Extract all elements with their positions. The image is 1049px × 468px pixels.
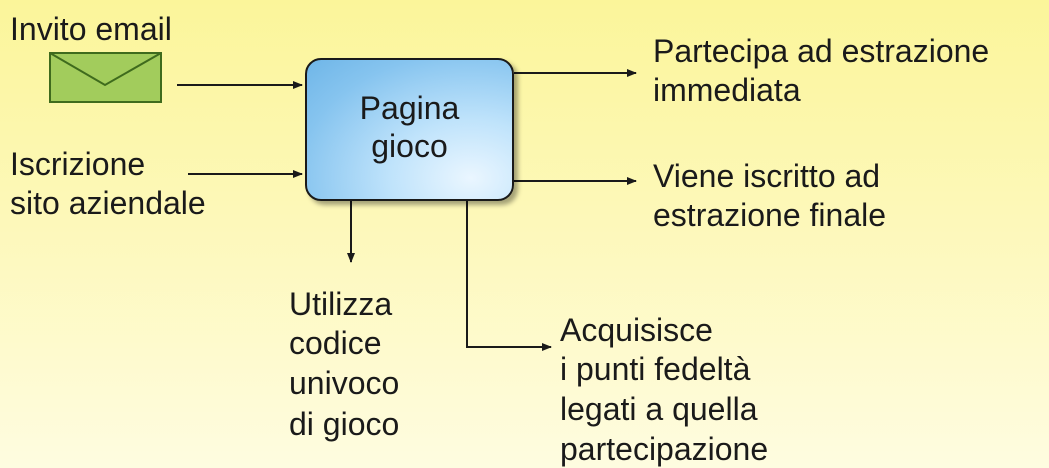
unique-code-label-line-3: univoco: [289, 365, 400, 401]
email-invite-label: Invito email: [10, 11, 172, 47]
unique-code-label-line-2: codice: [289, 325, 382, 361]
final-draw-label-line-1: Viene iscritto ad: [653, 158, 881, 194]
loyalty-points-label-line-4: partecipazione: [560, 431, 769, 467]
signup-label-line-1: Iscrizione: [10, 146, 146, 182]
game-page-label-line-1: Pagina: [359, 90, 460, 126]
game-page-label: Pagina gioco: [307, 89, 512, 165]
final-draw-label-line-2: estrazione finale: [653, 197, 887, 233]
unique-code-label-line-1: Utilizza: [289, 286, 393, 322]
instant-draw-label-line-2: immediata: [653, 72, 801, 108]
game-page-label-line-2: gioco: [371, 128, 448, 164]
loyalty-points-label-line-2: i punti fedeltà: [560, 351, 751, 387]
instant-draw-label-line-1: Partecipa ad estrazione: [653, 33, 990, 69]
arrow-box-to-loyalty-points: [466, 201, 552, 351]
loyalty-points-label-line-1: Acquisisce: [560, 312, 713, 348]
game-page-box: Pagina gioco: [305, 58, 514, 201]
loyalty-points-label-line-3: legati a quella: [560, 391, 758, 427]
envelope-icon: [49, 52, 162, 103]
signup-label-line-2: sito aziendale: [10, 185, 206, 221]
unique-code-label-line-4: di gioco: [289, 406, 400, 442]
